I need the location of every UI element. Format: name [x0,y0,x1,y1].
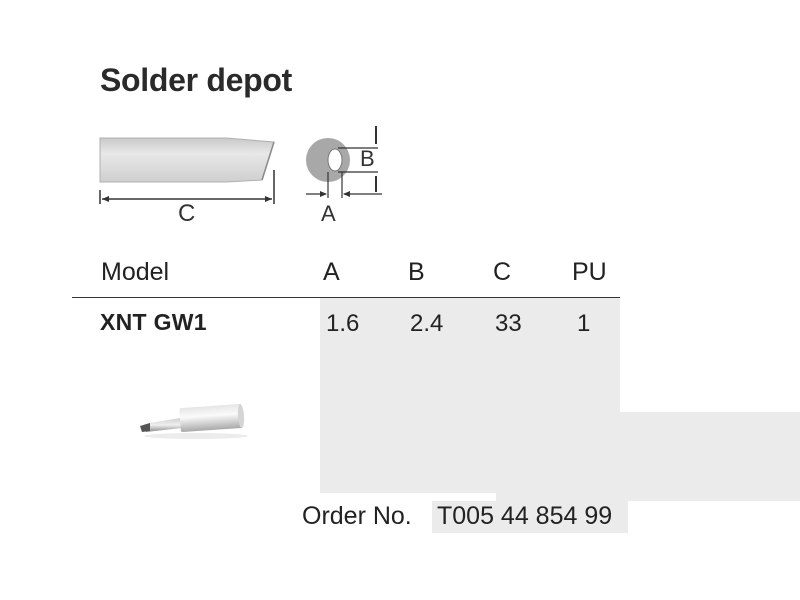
row-value-b: 2.4 [410,310,444,337]
tip-side-drawing [99,137,275,204]
side-shade [620,412,800,493]
values-shade [320,297,620,493]
header-pu: PU [572,258,607,286]
tip-section-drawing [306,126,382,198]
header-model: Model [101,258,170,286]
row-model: XNT GW1 [100,309,207,335]
header-b: B [408,258,425,286]
order-number-label: Order No. [302,502,412,530]
soldering-tip-photo [140,404,248,439]
tip-body-shape [99,137,275,183]
bottom-shade [496,493,800,501]
order-value-shade [432,501,628,533]
row-value-c: 33 [495,310,522,337]
order-number-value: T005 44 854 99 [437,502,613,530]
header-divider [72,297,620,298]
dimension-label-c: C [178,200,196,227]
dimension-label-b: B [360,146,375,171]
page-title: Solder depot [100,62,292,98]
header-a: A [323,258,340,286]
tip-section-face [327,148,343,172]
row-value-a: 1.6 [326,310,360,337]
dimension-label-a: A [321,201,336,226]
header-c: C [493,258,512,286]
row-value-pu: 1 [577,310,591,337]
